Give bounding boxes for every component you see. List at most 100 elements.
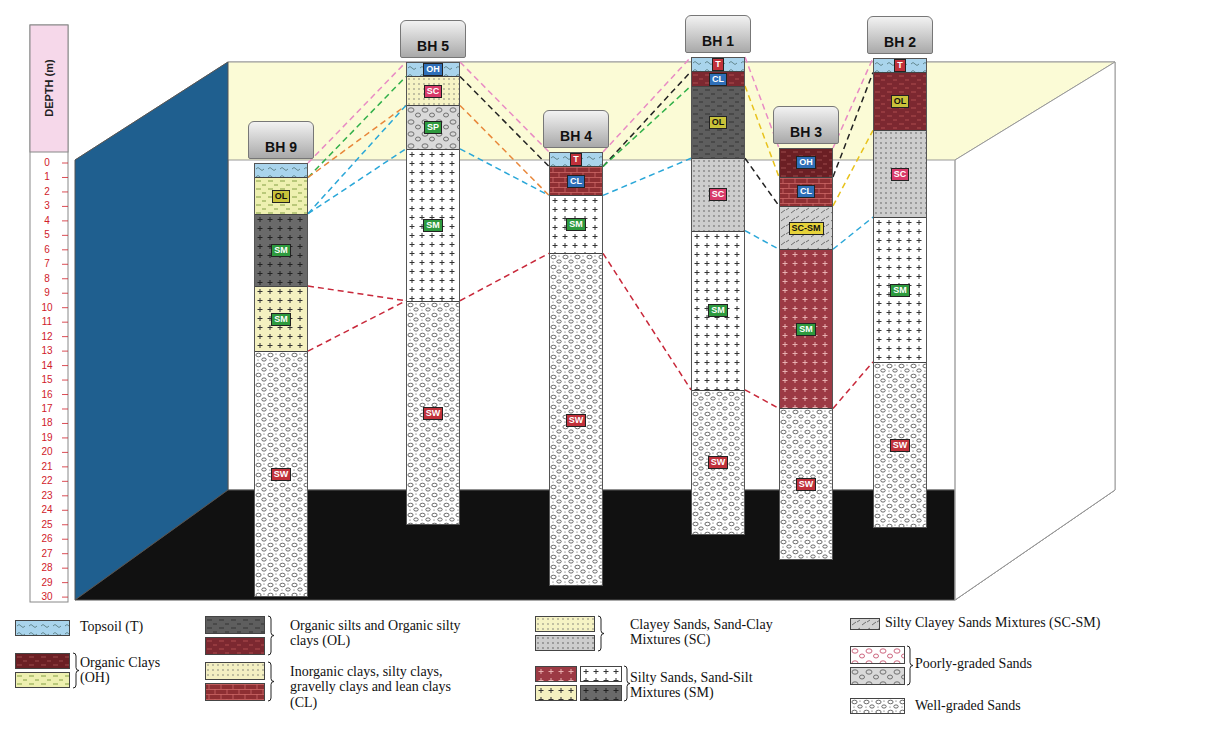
depth-tick	[62, 539, 68, 540]
soil-layer: SW	[692, 391, 744, 535]
depth-tick	[62, 597, 68, 598]
depth-number: 25	[32, 519, 62, 531]
depth-tick	[62, 466, 68, 467]
soil-code: SM	[271, 244, 291, 257]
depth-number: 9	[32, 287, 62, 299]
soil-layer: SW	[255, 352, 307, 597]
depth-scale	[30, 25, 68, 602]
correlation-line	[833, 362, 873, 409]
soil-layer: SM	[550, 196, 602, 254]
correlation-line	[833, 130, 873, 206]
soil-code: T	[570, 153, 582, 166]
soil-code: SM	[796, 323, 816, 336]
borehole-column: T CL SM SW	[549, 152, 603, 586]
depth-tick	[62, 249, 68, 250]
borehole-cap: BH 1	[685, 15, 751, 53]
depth-tick	[62, 568, 68, 569]
correlation-line	[603, 57, 691, 152]
depth-tick	[62, 394, 68, 395]
depth-number: 14	[32, 360, 62, 372]
soil-layer: OL	[692, 87, 744, 159]
depth-tick	[62, 408, 68, 409]
soil-code: SC-SM	[789, 222, 824, 235]
soil-code: SM	[708, 304, 728, 317]
soil-layer: SC	[692, 159, 744, 231]
depth-number: 28	[32, 562, 62, 574]
correlation-line	[745, 231, 779, 250]
legend-bracket	[73, 653, 79, 688]
depth-number: 17	[32, 403, 62, 415]
borehole-column: OH CL SC-SM SM SW	[779, 148, 833, 560]
soil-layer: T	[874, 59, 926, 73]
borehole-column: TCLOLSCSMSW	[691, 57, 745, 535]
depth-number: 5	[32, 229, 62, 241]
soil-layer: OL	[255, 178, 307, 214]
correlation-line	[833, 58, 873, 148]
top-plane	[75, 62, 1115, 160]
legend-text: Well-graded Sands	[915, 698, 1085, 713]
soil-code: T	[894, 59, 906, 72]
soil-code: OL	[891, 95, 910, 108]
depth-number: 8	[32, 273, 62, 285]
soil-layer: SP	[407, 106, 459, 149]
depth-number: 10	[32, 302, 62, 314]
depth-tick	[62, 177, 68, 178]
soil-layer: OH	[407, 63, 459, 77]
soil-code: CL	[797, 185, 815, 198]
depth-number: 18	[32, 417, 62, 429]
legend-bracket	[624, 666, 630, 701]
depth-tick	[62, 191, 68, 192]
soil-code: CL	[567, 175, 585, 188]
legend-swatch	[15, 653, 70, 669]
borehole: BH 4TCLSMSW	[543, 108, 609, 586]
depth-tick	[62, 336, 68, 337]
depth-tick	[62, 437, 68, 438]
soil-code: OH	[796, 156, 816, 169]
correlation-line	[745, 390, 779, 409]
soil-layer: SM	[780, 250, 832, 409]
legend-swatch	[580, 666, 622, 682]
borehole-cap: BH 5	[400, 20, 466, 58]
legend-text: Clayey Sands, Sand-Clay Mixtures (SC)	[630, 617, 805, 648]
soil-layer: SW	[407, 302, 459, 525]
soil-layer: SM	[255, 287, 307, 352]
depth-number: 7	[32, 258, 62, 270]
soil-layer: OH	[780, 149, 832, 178]
correlation-line	[603, 71, 691, 166]
borehole-cap: BH 2	[867, 16, 933, 54]
legend-swatch	[205, 662, 265, 680]
depth-number: 29	[32, 577, 62, 589]
borehole: BH 5 OHSC SP SM SW	[400, 18, 466, 525]
correlation-line	[460, 62, 549, 152]
correlation-line	[745, 158, 779, 206]
soil-code: SP	[424, 121, 442, 134]
soil-code: SM	[423, 219, 443, 232]
correlation-line	[308, 301, 406, 351]
depth-tick	[62, 481, 68, 482]
legend-swatch	[850, 618, 880, 630]
depth-tick	[62, 206, 68, 207]
soil-layer: SW	[550, 254, 602, 586]
soil-code: T	[712, 58, 724, 71]
soil-code: SC	[891, 168, 910, 181]
depth-tick	[62, 163, 68, 164]
soil-code: SM	[566, 218, 586, 231]
depth-number: 4	[32, 215, 62, 227]
soil-layer: SW	[780, 409, 832, 560]
correlation-line	[833, 217, 873, 249]
depth-number: 24	[32, 504, 62, 516]
depth-tick	[62, 524, 68, 525]
soil-layer: SC	[407, 77, 459, 106]
legend-bracket	[268, 662, 274, 701]
depth-number: 22	[32, 475, 62, 487]
depth-number: 27	[32, 548, 62, 560]
correlation-line	[603, 86, 691, 167]
depth-tick	[62, 307, 68, 308]
correlation-line	[460, 76, 549, 166]
borehole: BH 9OLSMSMSW	[248, 119, 314, 597]
depth-tick	[62, 351, 68, 352]
depth-number: 11	[32, 316, 62, 328]
legend-swatch	[535, 685, 577, 701]
depth-tick	[62, 423, 68, 424]
soil-code: SW	[566, 414, 587, 427]
